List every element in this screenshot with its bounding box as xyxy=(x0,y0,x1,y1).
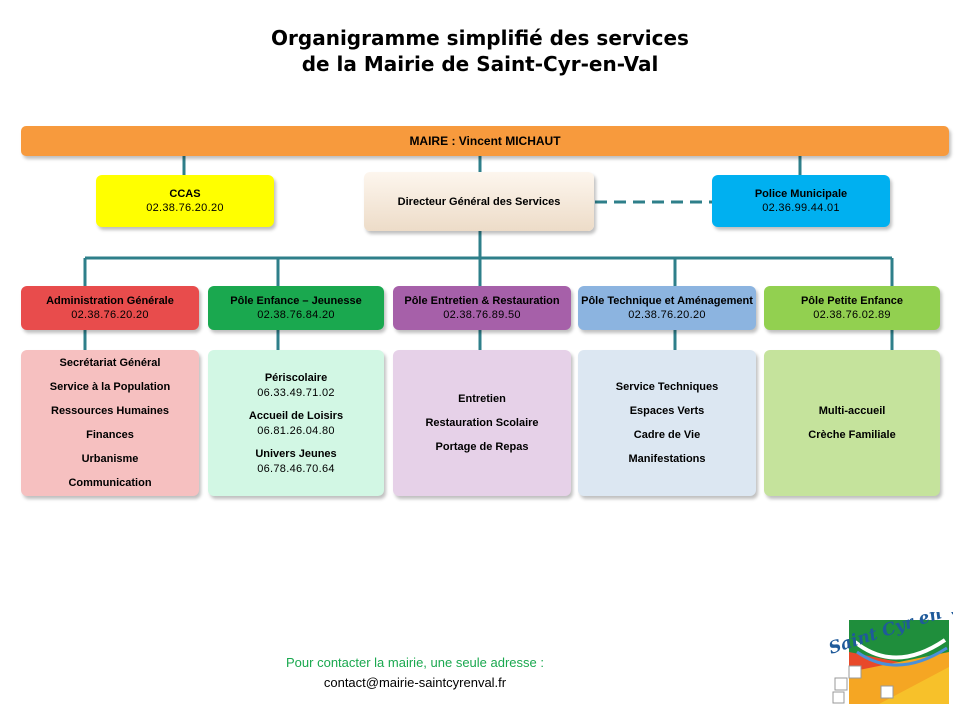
services-technique-box: Service Techniques Espaces Verts Cadre d… xyxy=(578,350,756,496)
dgs-name: Directeur Général des Services xyxy=(397,195,561,208)
pole-entretien-name: Pôle Entretien & Restauration xyxy=(404,295,560,307)
contact-intro: Pour contacter la mairie, une seule adre… xyxy=(286,655,544,670)
service-item: Accueil de Loisirs xyxy=(248,410,344,422)
ccas-box: CCAS 02.38.76.20.20 xyxy=(96,175,274,227)
services-enfance-box: Périscolaire 06.33.49.71.02 Accueil de L… xyxy=(208,350,384,496)
service-item: Multi-accueil xyxy=(818,405,886,417)
police-phone: 02.36.99.44.01 xyxy=(762,202,840,214)
service-item: Service à la Population xyxy=(49,381,171,393)
service-item: Communication xyxy=(68,477,152,489)
pole-technique-name: Pôle Technique et Aménagement xyxy=(581,295,753,307)
pole-entretien-box: Pôle Entretien & Restauration 02.38.76.8… xyxy=(393,286,571,330)
police-name: Police Municipale xyxy=(754,188,848,200)
service-item: Cadre de Vie xyxy=(633,429,701,441)
pole-technique-box: Pôle Technique et Aménagement 02.38.76.2… xyxy=(578,286,756,330)
service-phone: 06.78.46.70.64 xyxy=(257,463,335,475)
chart-title-line-1: Organigramme simplifié des services xyxy=(271,26,689,50)
service-item: Univers Jeunes xyxy=(255,448,337,460)
pole-petite-enfance-box: Pôle Petite Enfance 02.38.76.02.89 xyxy=(764,286,940,330)
services-administration-box: Secrétariat Général Service à la Populat… xyxy=(21,350,199,496)
spacer xyxy=(208,438,384,446)
pole-enfance-name: Pôle Enfance – Jeunesse xyxy=(230,295,362,307)
contact-email[interactable]: contact@mairie-saintcyrenval.fr xyxy=(323,675,507,690)
service-item: Restauration Scolaire xyxy=(425,417,539,429)
pole-enfance-phone: 02.38.76.84.20 xyxy=(257,309,335,321)
service-item: Urbanisme xyxy=(81,453,139,465)
dgs-box: Directeur Général des Services xyxy=(364,172,594,231)
service-item: Manifestations xyxy=(628,453,706,465)
service-item: Service Techniques xyxy=(615,381,719,393)
pole-petite-enfance-phone: 02.38.76.02.89 xyxy=(813,309,891,321)
service-item: Périscolaire xyxy=(264,372,328,384)
ccas-name: CCAS xyxy=(169,188,201,200)
service-item: Portage de Repas xyxy=(435,441,529,453)
maire-box: MAIRE : Vincent MICHAUT xyxy=(21,126,949,156)
chart-title-line-2: de la Mairie de Saint-Cyr-en-Val xyxy=(301,52,659,76)
pole-administration-phone: 02.38.76.20.20 xyxy=(71,309,149,321)
police-box: Police Municipale 02.36.99.44.01 xyxy=(712,175,890,227)
ccas-phone: 02.38.76.20.20 xyxy=(146,202,224,214)
service-item: Crèche Familiale xyxy=(808,429,896,441)
service-item: Secrétariat Général xyxy=(59,357,161,369)
pole-administration-name: Administration Générale xyxy=(46,295,174,307)
pole-technique-phone: 02.38.76.20.20 xyxy=(628,309,706,321)
service-item: Entretien xyxy=(458,393,506,405)
spacer xyxy=(208,400,384,408)
maire-label: MAIRE : Vincent MICHAUT xyxy=(409,134,561,148)
service-item: Ressources Humaines xyxy=(51,405,169,417)
service-phone: 06.33.49.71.02 xyxy=(257,387,335,399)
services-entretien-box: Entretien Restauration Scolaire Portage … xyxy=(393,350,571,496)
pole-entretien-phone: 02.38.76.89.50 xyxy=(443,309,521,321)
pole-petite-enfance-name: Pôle Petite Enfance xyxy=(800,295,904,307)
service-item: Finances xyxy=(86,429,134,441)
saint-cyr-logo: Saint Cyr en Val xyxy=(826,612,953,704)
pole-administration-box: Administration Générale 02.38.76.20.20 xyxy=(21,286,199,330)
service-phone: 06.81.26.04.80 xyxy=(257,425,335,437)
services-petite-enfance-box: Multi-accueil Crèche Familiale xyxy=(764,350,940,496)
pole-enfance-box: Pôle Enfance – Jeunesse 02.38.76.84.20 xyxy=(208,286,384,330)
service-item: Espaces Verts xyxy=(629,405,705,417)
